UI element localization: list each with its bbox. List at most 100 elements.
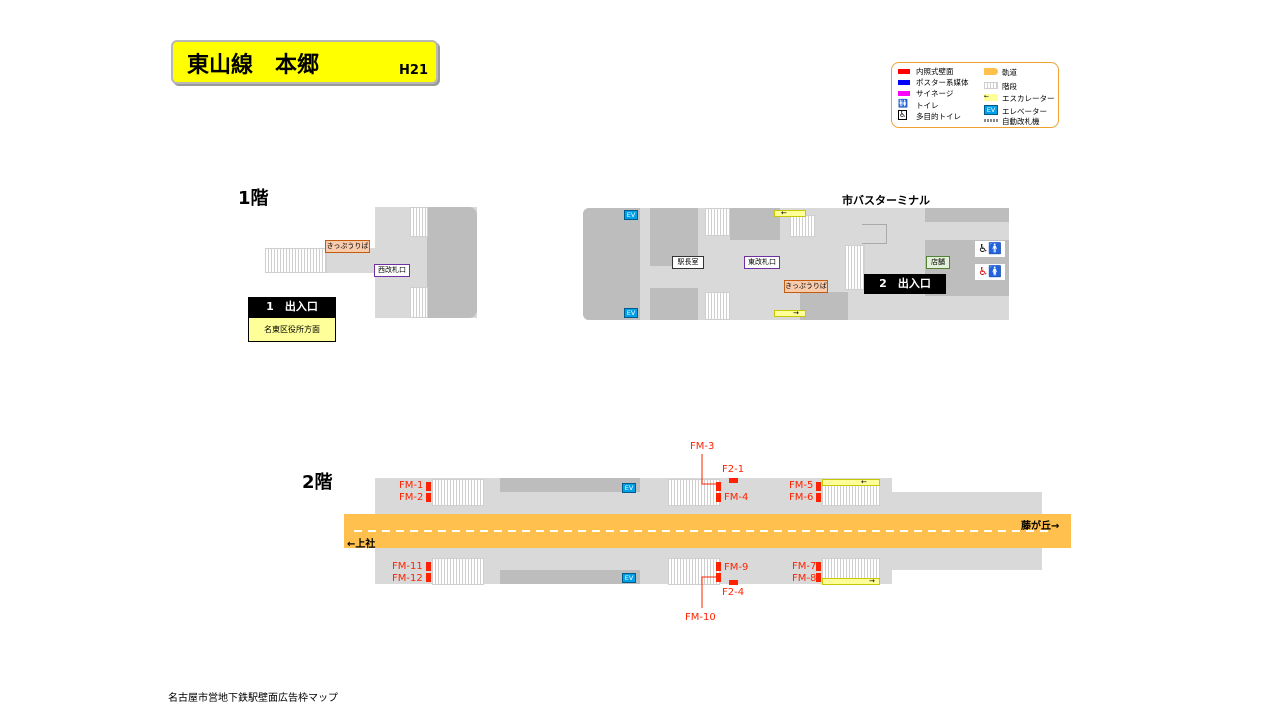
toilet-icon: 🚻 xyxy=(898,99,908,108)
legend-elevator-icon: EV xyxy=(984,105,998,115)
legend-signage-swatch xyxy=(898,91,910,96)
east-stairs-mid xyxy=(790,215,815,237)
ad-frame-fm7 xyxy=(816,562,821,571)
east-stairs-exit xyxy=(845,245,865,290)
ad-label-f21: F2-1 xyxy=(722,464,745,475)
elevator-icon: EV xyxy=(622,573,636,583)
floor-1-label: 1階 xyxy=(238,188,269,209)
east-upper-block xyxy=(730,208,780,240)
east-lower-block xyxy=(800,292,848,320)
direction-fujigaoka: 藤が丘→ xyxy=(1021,521,1060,532)
legend-label: ポスター系媒体 xyxy=(916,78,969,87)
legend-label: 内照式壁面 xyxy=(916,67,954,76)
south-wall-segment xyxy=(500,570,640,584)
ad-frame-f21 xyxy=(729,478,738,483)
ad-label-fm5: FM-5 xyxy=(789,480,814,491)
west-ticket-machines: きっぷうりば xyxy=(325,240,370,253)
ad-label-fm4: FM-4 xyxy=(724,492,749,503)
east-wall-block xyxy=(583,208,640,320)
west-entrance-corridor xyxy=(265,248,377,273)
ad-label-fm11: FM-11 xyxy=(392,561,423,572)
ad-label-fm10: FM-10 xyxy=(685,612,716,623)
north-wall xyxy=(925,208,1009,222)
accessible-toilet-icon: ♿ xyxy=(898,110,908,120)
fm3-leader-line xyxy=(701,454,716,485)
platform-south-east xyxy=(892,548,1042,570)
legend-illuminated-swatch xyxy=(898,69,910,74)
elevator-icon: EV xyxy=(622,483,636,493)
ad-label-fm9: FM-9 xyxy=(724,562,749,573)
ad-frame-fm9 xyxy=(716,562,721,571)
ad-label-fm8: FM-8 xyxy=(792,573,817,584)
toilet-icon: ♿🚺 xyxy=(975,264,1005,280)
west-concourse-block xyxy=(427,207,477,318)
escalator-down-arrow: → xyxy=(822,578,880,585)
ad-frame-fm12 xyxy=(426,573,431,582)
east-stairs-lower xyxy=(705,292,730,320)
ad-label-fm7: FM-7 xyxy=(792,561,817,572)
east-stairs-upper xyxy=(705,208,730,236)
east-ticket-gate: 東改札口 xyxy=(744,256,780,269)
ad-frame-fm1 xyxy=(426,482,431,491)
legend-label: サイネージ xyxy=(916,89,954,98)
escalator-up-arrow: ← xyxy=(774,210,806,217)
legend-label: 多目的トイレ xyxy=(916,112,961,121)
bus-terminal-ramp xyxy=(862,224,887,244)
footer-caption: 名古屋市営地下鉄駅壁面広告枠マップ xyxy=(168,693,338,704)
legend-poster-swatch xyxy=(898,80,910,85)
west-stairs xyxy=(265,248,327,273)
ad-frame-fm11 xyxy=(426,562,431,571)
direction-kamiyashiro: ←上社 xyxy=(347,539,376,550)
escalator-up-arrow: ← xyxy=(822,479,880,486)
bus-terminal-label: 市バスターミナル xyxy=(842,194,930,207)
west-ticket-gate: 西改札口 xyxy=(374,264,410,277)
escalator-down-arrow: → xyxy=(774,310,806,317)
ad-frame-fm3 xyxy=(716,482,721,491)
platform-stairs-sc xyxy=(668,558,720,585)
ad-label-fm6: FM-6 xyxy=(789,492,814,503)
ad-label-f24: F2-4 xyxy=(722,587,745,598)
exit-1-label: 1 出入口 xyxy=(248,297,336,317)
floor-2-label: 2階 xyxy=(302,472,333,493)
ad-frame-f24 xyxy=(729,580,738,585)
legend: 内照式壁面 ポスター系媒体 サイネージ 🚻 トイレ ♿ 多目的トイレ 軌道 階段… xyxy=(891,62,1059,128)
legend-label: エレベーター xyxy=(1002,107,1047,116)
track-centerline xyxy=(354,530,1054,532)
legend-label: 自動改札機 xyxy=(1002,117,1040,126)
toilet-icon: ♿🚹 xyxy=(975,241,1005,257)
fm10-leader-line xyxy=(701,576,716,608)
ad-frame-fm6 xyxy=(816,493,821,502)
legend-escalator-icon: ← xyxy=(984,94,998,101)
elevator-icon: EV xyxy=(624,210,638,220)
legend-track-swatch xyxy=(984,68,998,75)
legend-label: 階段 xyxy=(1002,82,1017,91)
east-ticket-machines: きっぷうりば xyxy=(784,280,828,293)
platform-stairs-sw xyxy=(432,558,484,585)
ad-frame-fm10 xyxy=(716,573,721,582)
ad-frame-fm8 xyxy=(816,573,821,582)
north-wall-segment xyxy=(500,478,640,492)
west-stairs-upper xyxy=(410,207,428,237)
ad-label-fm2: FM-2 xyxy=(399,492,424,503)
platform-stairs-nc xyxy=(668,479,720,506)
elevator-icon: EV xyxy=(624,308,638,318)
legend-label: トイレ xyxy=(916,101,939,110)
ad-frame-fm4 xyxy=(716,493,721,502)
legend-gate-swatch xyxy=(984,119,998,122)
legend-label: 軌道 xyxy=(1002,68,1017,77)
station-office-label: 駅長室 xyxy=(672,256,704,269)
legend-label: エスカレーター xyxy=(1002,94,1055,103)
lower-block xyxy=(650,288,698,320)
ad-frame-fm2 xyxy=(426,493,431,502)
ad-label-fm1: FM-1 xyxy=(399,480,424,491)
station-title: 東山線 本郷 xyxy=(187,53,320,78)
station-title-box: 東山線 本郷 H21 xyxy=(171,40,438,84)
ad-label-fm3: FM-3 xyxy=(690,441,715,452)
ad-frame-fm5 xyxy=(816,482,821,491)
ad-label-fm12: FM-12 xyxy=(392,573,423,584)
exit-1-direction: 名東区役所方面 xyxy=(248,317,336,342)
exit-2-label: 2 出入口 xyxy=(864,274,946,294)
platform-north-east xyxy=(892,492,1042,514)
west-stairs-lower xyxy=(410,287,428,318)
legend-stairs-swatch xyxy=(984,82,998,89)
